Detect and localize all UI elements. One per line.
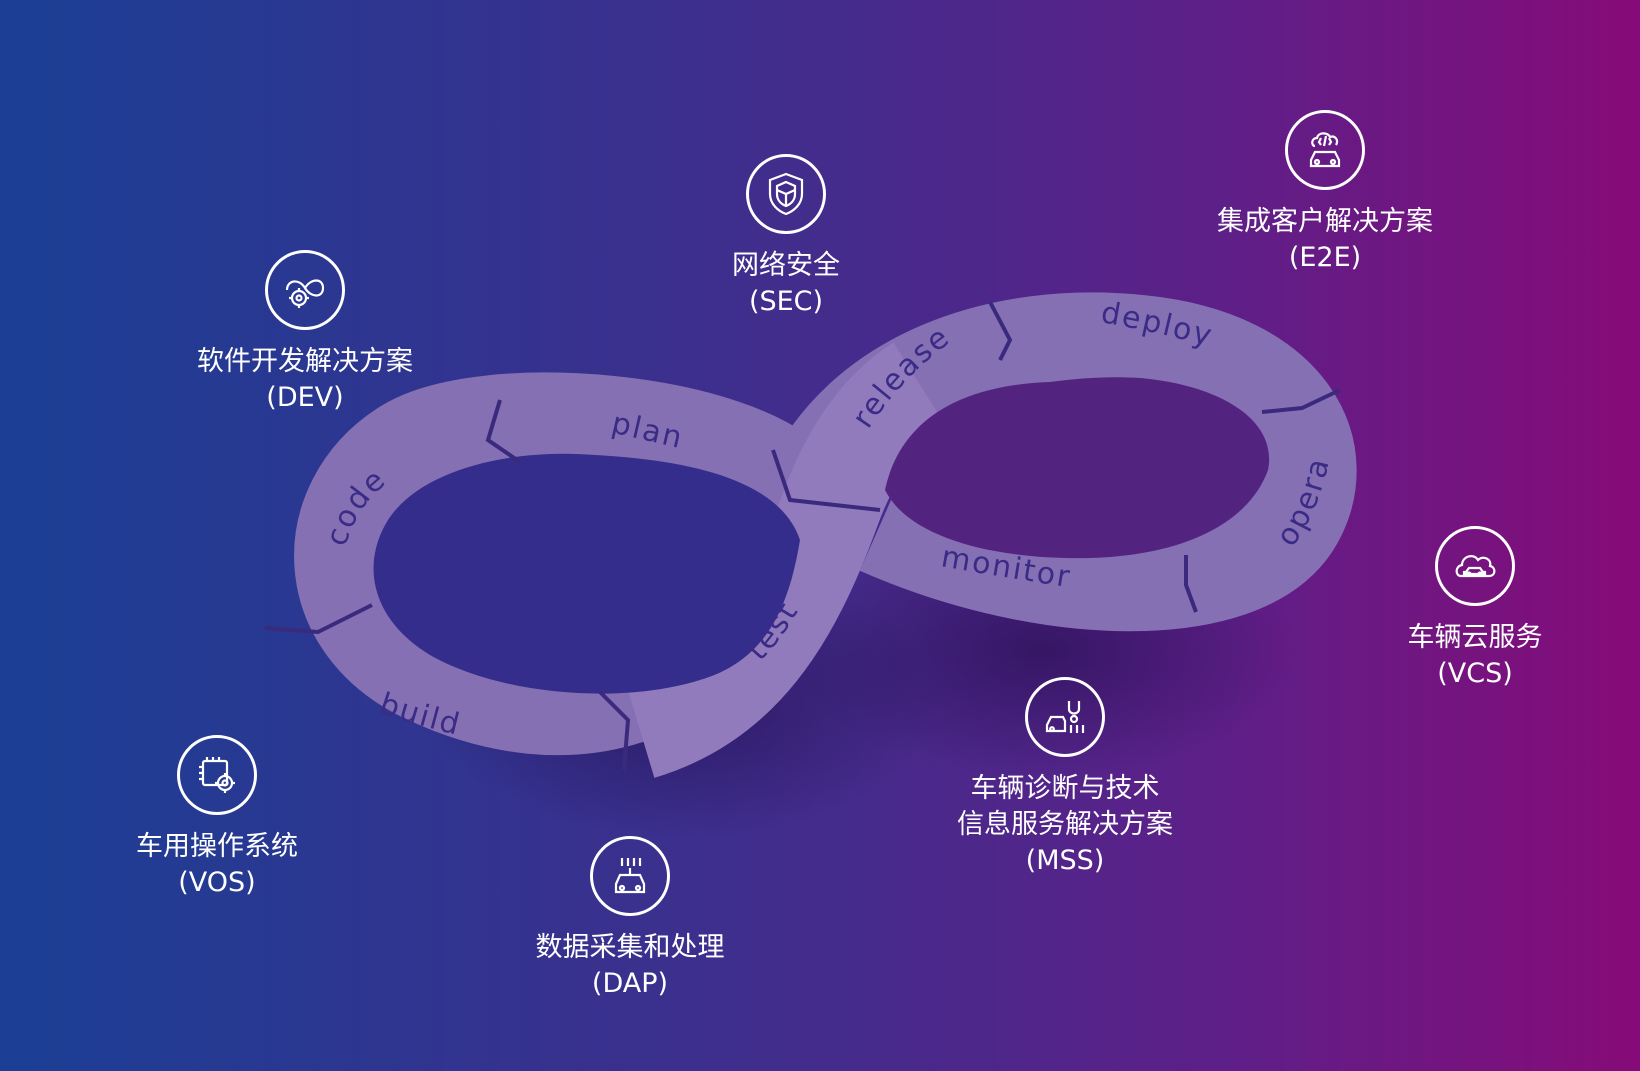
solution-mss-name: 车辆诊断与技术 <box>970 773 1160 804</box>
solution-mss-name2: 信息服务解决方案 <box>957 809 1173 840</box>
solution-vos-name: 车用操作系统 <box>136 831 298 862</box>
chip-gear-icon <box>177 735 257 815</box>
solution-sec[interactable]: 网络安全 (SEC) <box>676 154 896 320</box>
solution-dev-label: 软件开发解决方案 (DEV) <box>170 344 440 416</box>
gear-infinity-icon <box>265 250 345 330</box>
data-car-icon <box>590 836 670 916</box>
code-cloud-car-icon <box>1285 110 1365 190</box>
solution-dev-name: 软件开发解决方案 <box>197 346 413 377</box>
solution-mss-label: 车辆诊断与技术 信息服务解决方案 (MSS) <box>915 771 1215 879</box>
solution-sec-label: 网络安全 (SEC) <box>676 248 896 320</box>
solution-mss-code: (MSS) <box>1025 845 1105 876</box>
segment-dividers <box>264 301 1341 771</box>
divider-operate-monitor <box>1184 555 1198 613</box>
divider-release-deploy <box>988 301 1013 361</box>
solution-dap-name: 数据采集和处理 <box>535 932 725 963</box>
solution-dap-code: (DAP) <box>591 968 669 999</box>
divider-test-plan <box>771 449 881 512</box>
solution-e2e[interactable]: 集成客户解决方案 (E2E) <box>1180 110 1470 276</box>
solution-e2e-code: (E2E) <box>1288 242 1362 273</box>
solution-vcs[interactable]: 车辆云服务 (VCS) <box>1365 526 1585 692</box>
right-loop-hole <box>885 377 1270 559</box>
solution-vcs-label: 车辆云服务 (VCS) <box>1365 620 1585 692</box>
solution-dap[interactable]: 数据采集和处理 (DAP) <box>510 836 750 1002</box>
solution-sec-code: (SEC) <box>748 286 824 317</box>
divider-code-build <box>264 603 373 635</box>
solution-sec-name: 网络安全 <box>732 250 840 281</box>
cloud-car-icon <box>1435 526 1515 606</box>
solution-vos[interactable]: 车用操作系统 (VOS) <box>102 735 332 901</box>
solution-vcs-code: (VCS) <box>1437 658 1513 689</box>
solution-dap-label: 数据采集和处理 (DAP) <box>510 930 750 1002</box>
solution-dev[interactable]: 软件开发解决方案 (DEV) <box>170 250 440 416</box>
divider-build-test <box>598 690 631 771</box>
solution-vos-code: (VOS) <box>178 867 256 898</box>
left-loop-hole <box>373 453 800 694</box>
solution-vcs-name: 车辆云服务 <box>1407 622 1543 653</box>
divider-deploy-operate <box>1261 388 1341 414</box>
divider-plan-code <box>485 399 522 464</box>
solution-mss[interactable]: 车辆诊断与技术 信息服务解决方案 (MSS) <box>915 677 1215 879</box>
solution-e2e-label: 集成客户解决方案 (E2E) <box>1180 204 1470 276</box>
solution-e2e-name: 集成客户解决方案 <box>1217 206 1433 237</box>
solution-dev-code: (DEV) <box>266 382 344 413</box>
right-loop-band <box>764 292 1357 632</box>
solution-vos-label: 车用操作系统 (VOS) <box>102 829 332 901</box>
infinity-band <box>294 292 1357 778</box>
diagnostic-car-icon <box>1025 677 1105 757</box>
center-crossing-band <box>624 342 948 778</box>
shield-icon <box>746 154 826 234</box>
